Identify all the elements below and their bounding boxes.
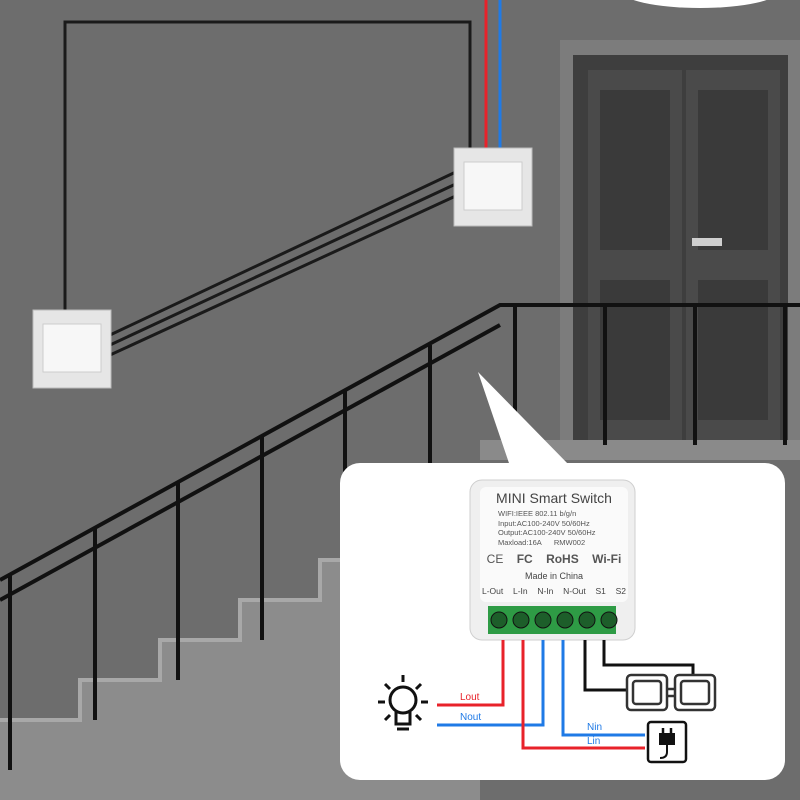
wall-switch-upper[interactable] <box>453 147 533 227</box>
ce-mark: CE <box>486 552 504 566</box>
power-plug-icon <box>646 720 688 764</box>
terminal-label-s2: S2 <box>615 586 626 596</box>
wall-switch-lower[interactable] <box>32 309 112 389</box>
door-handle <box>692 238 722 246</box>
rohs-mark: RoHS <box>546 552 579 566</box>
ceiling-light <box>633 0 767 8</box>
terminal-label-lin: L-In <box>512 586 528 596</box>
terminal-label-nout: N-Out <box>563 586 586 596</box>
landing <box>480 440 800 460</box>
made-in: Made in China <box>524 571 584 581</box>
wifi-mark: Wi-Fi <box>592 552 622 566</box>
label-lin: Lin <box>587 736 601 747</box>
mini-smart-switch <box>469 479 636 641</box>
device-label: MINI Smart Switch WIFI:IEEE 802.11 b/g/n… <box>480 490 628 596</box>
terminal-label-nin: N-In <box>537 586 554 596</box>
spec-wifi: WIFI:IEEE 802.11 b/g/n <box>498 509 577 518</box>
wall-wiring <box>63 20 472 357</box>
wiring-diagram <box>437 640 695 750</box>
spec-output: Output:AC100-240V 50/60Hz <box>498 528 596 537</box>
railing <box>0 303 800 770</box>
label-lout: Lout <box>460 692 480 703</box>
label-nout: Nout <box>460 712 482 723</box>
door <box>560 40 800 440</box>
fcc-mark: FC <box>516 552 533 566</box>
terminal-label-lout: L-Out <box>482 586 504 596</box>
device-title: MINI Smart Switch <box>496 490 612 506</box>
double-switch-icon <box>625 673 717 712</box>
terminal-label-s1: S1 <box>595 586 606 596</box>
light-bulb-icon <box>378 675 428 731</box>
spec-maxload: Maxload:16A RMW002 <box>498 537 586 547</box>
spec-input: Input:AC100-240V 50/60Hz <box>498 518 590 528</box>
label-nin: Nin <box>587 722 603 733</box>
